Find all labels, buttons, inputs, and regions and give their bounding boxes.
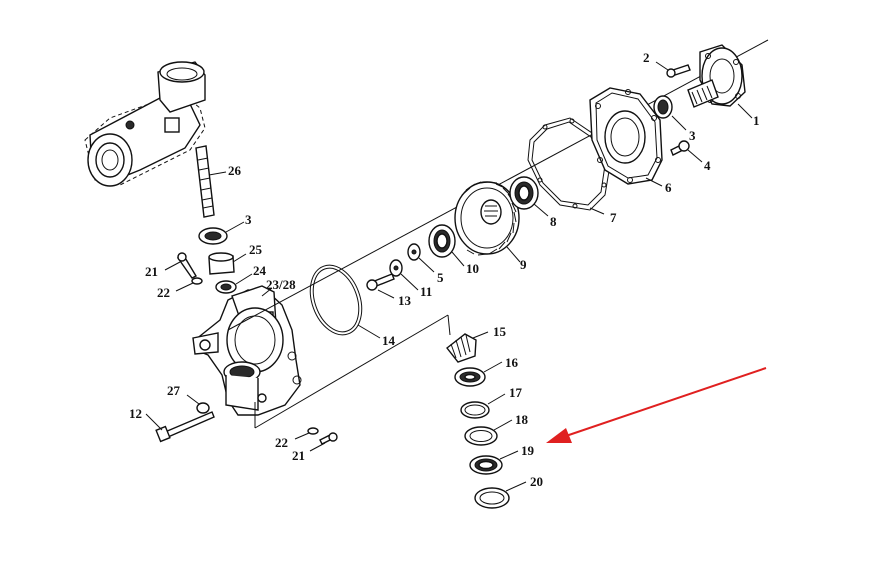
bearing-10 <box>428 224 465 267</box>
label-5: 5 <box>437 270 444 285</box>
label-8: 8 <box>550 214 557 229</box>
bolt-13 <box>366 273 395 299</box>
bolt-21-top <box>164 252 197 279</box>
label-20: 20 <box>530 474 543 489</box>
flange-shaft-1 <box>687 44 753 119</box>
snap-ring-20 <box>474 481 527 509</box>
pinion-gear-15 <box>446 331 489 363</box>
label-25: 25 <box>249 242 263 257</box>
label-6: 6 <box>665 180 672 195</box>
gasket-7 <box>527 117 611 215</box>
label-21-top: 21 <box>145 264 158 279</box>
label-9: 9 <box>520 257 527 272</box>
crown-gear-9 <box>454 181 521 263</box>
label-19: 19 <box>521 443 535 458</box>
callout-labels: 1 2 3 3 4 5 6 7 8 9 10 11 12 13 14 15 16… <box>129 50 760 489</box>
seal-3-left <box>198 221 245 245</box>
label-1: 1 <box>753 113 760 128</box>
axle-housing <box>84 61 206 187</box>
bolt-21-bottom <box>309 432 338 452</box>
bolt-12 <box>145 411 215 443</box>
label-22-bottom: 22 <box>275 435 288 450</box>
label-26: 26 <box>228 163 242 178</box>
circlip-18 <box>464 419 513 446</box>
label-23-28: 23/28 <box>266 277 296 292</box>
label-2: 2 <box>643 50 650 65</box>
label-27: 27 <box>167 383 181 398</box>
washer-22-bottom <box>294 427 319 440</box>
bearing-16 <box>454 361 503 387</box>
cover-6 <box>589 87 663 187</box>
label-4: 4 <box>704 158 711 173</box>
bolt-2 <box>655 61 691 78</box>
label-24: 24 <box>253 263 267 278</box>
washer-22-top <box>175 277 203 292</box>
label-14: 14 <box>382 333 396 348</box>
shaft-26 <box>195 145 227 218</box>
label-15: 15 <box>493 324 507 339</box>
label-3-right: 3 <box>689 128 696 143</box>
knuckle-housing <box>192 285 302 416</box>
washer-5 <box>407 243 435 273</box>
label-11: 11 <box>420 284 432 299</box>
label-12: 12 <box>129 406 142 421</box>
label-17: 17 <box>509 385 523 400</box>
label-7: 7 <box>610 210 617 225</box>
label-3-left: 3 <box>245 212 252 227</box>
label-21-bottom: 21 <box>292 448 305 463</box>
label-16: 16 <box>505 355 519 370</box>
ring-24 <box>215 273 253 294</box>
label-13: 13 <box>398 293 412 308</box>
bearing-8 <box>509 176 549 217</box>
washer-11 <box>389 259 419 291</box>
highlight-arrow <box>546 367 767 443</box>
label-18: 18 <box>515 412 529 427</box>
seal-3-right <box>653 95 687 131</box>
label-22-top: 22 <box>157 285 170 300</box>
ring-17 <box>460 393 506 419</box>
label-10: 10 <box>466 261 479 276</box>
spacer-19 <box>469 450 519 475</box>
bolt-4 <box>670 140 703 163</box>
bushing-25 <box>208 252 247 275</box>
oring-14 <box>309 264 381 339</box>
nut-27 <box>186 394 210 414</box>
